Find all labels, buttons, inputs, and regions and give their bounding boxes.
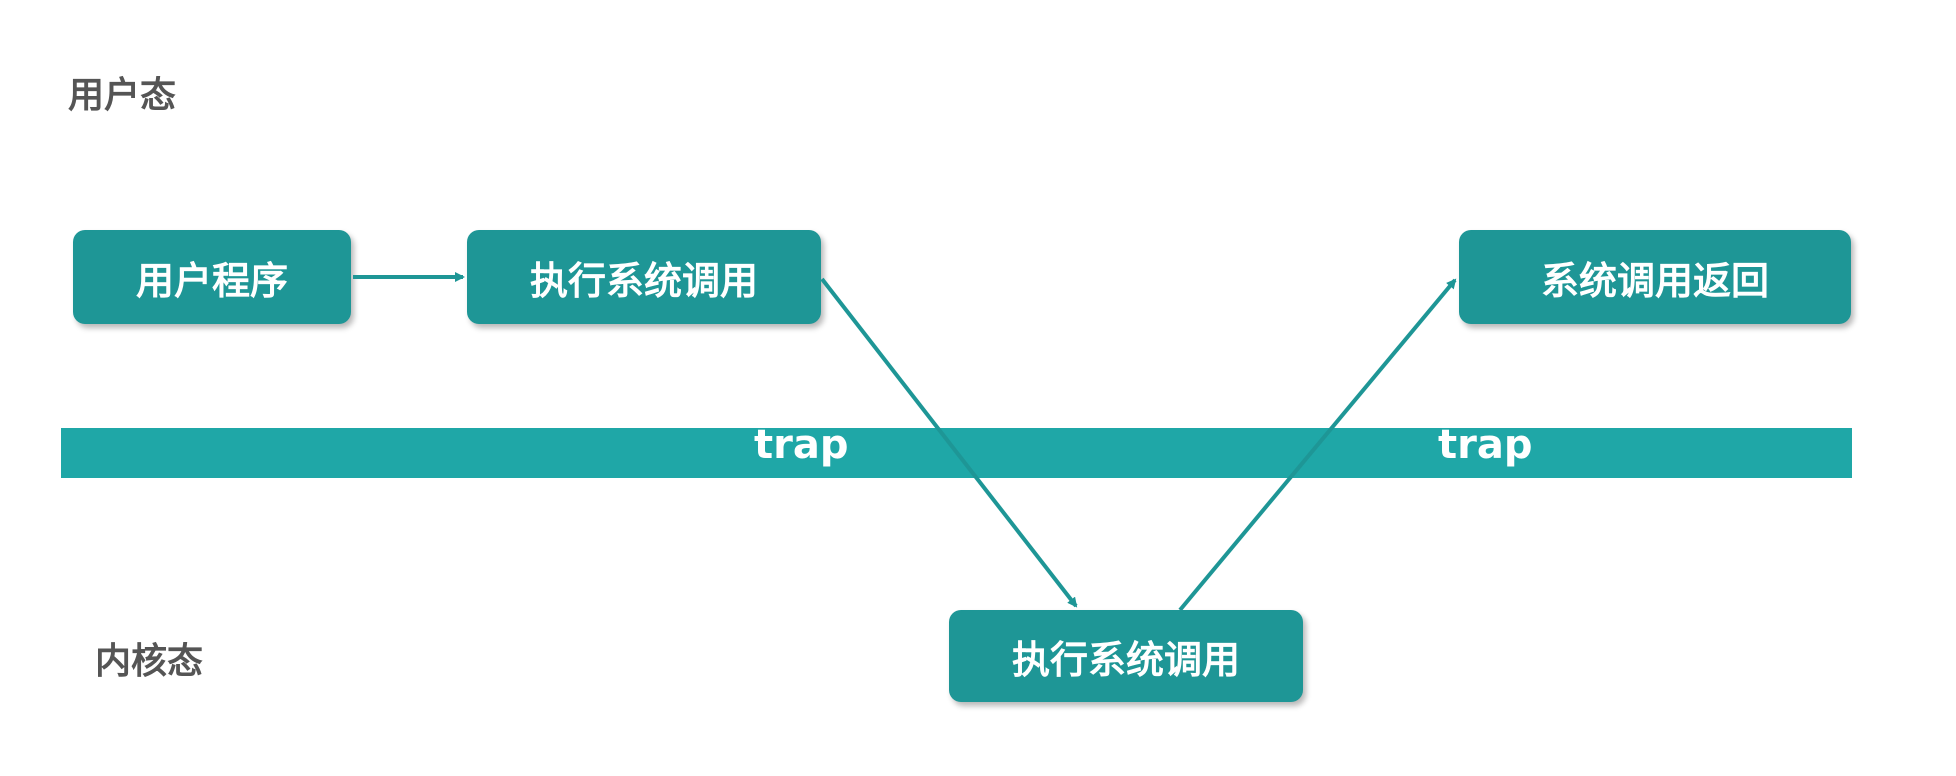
trap-label-left: trap <box>754 422 849 468</box>
syscall-return-node: 系统调用返回 <box>1459 230 1851 324</box>
user-mode-label: 用户态 <box>68 75 177 116</box>
kernel-mode-label: 内核态 <box>95 641 204 682</box>
trap-boundary-band <box>61 428 1852 478</box>
exec-syscall-user-node: 执行系统调用 <box>467 230 821 324</box>
trap-label-right: trap <box>1438 422 1533 468</box>
user-program-node: 用户程序 <box>73 230 351 324</box>
exec-syscall-kernel-node: 执行系统调用 <box>949 610 1303 702</box>
